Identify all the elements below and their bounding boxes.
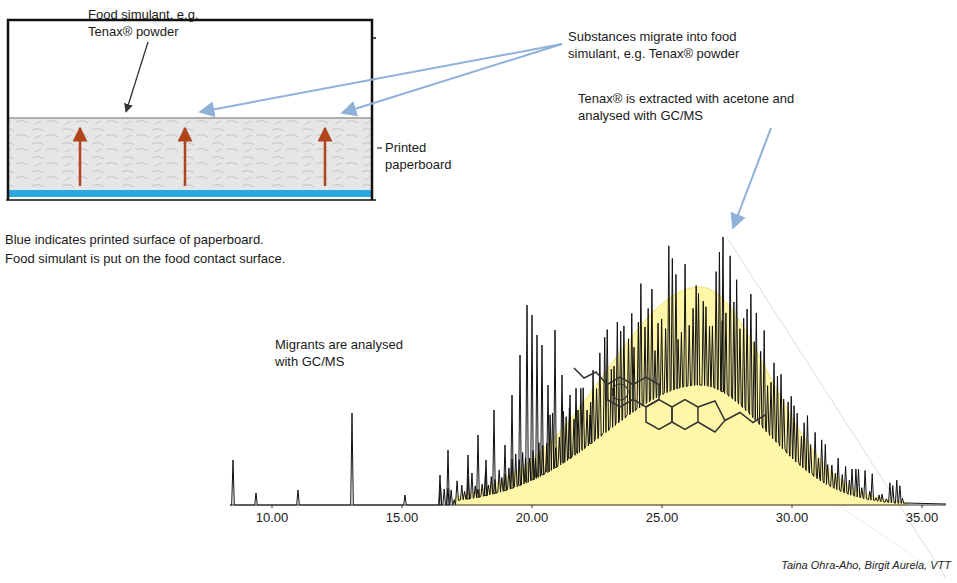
aromatic-ring — [612, 384, 628, 400]
simulant-surface — [9, 117, 371, 119]
leader-line — [733, 128, 771, 228]
annotation-text: Substances migrate into food simulant, e… — [568, 28, 758, 62]
axis-tick-label: 35.00 — [894, 509, 950, 526]
chromatogram — [230, 236, 946, 578]
molecule-structure — [574, 368, 766, 432]
annotation-text: Food simulant, e.g. Tenax® powder — [88, 6, 216, 40]
annotation-text: Printed paperboard — [385, 139, 463, 173]
time-axis — [230, 505, 946, 506]
axis-tick — [662, 505, 663, 508]
axis-tick-label: 25.00 — [634, 509, 690, 526]
ring-bond — [607, 377, 633, 407]
cell-wall — [8, 20, 372, 200]
leader-tick — [377, 147, 382, 148]
test-cell — [6, 20, 376, 200]
leader-line — [342, 44, 562, 113]
side-chain — [574, 368, 607, 385]
axis-tick-label: 10.00 — [244, 509, 300, 526]
cell-lip — [372, 37, 376, 39]
annotation-text: Blue indicates printed surface of paperb… — [5, 231, 425, 248]
migration-arrow — [324, 128, 327, 186]
annotation-text: Tenax® is extracted with acetone and ana… — [578, 90, 823, 124]
axis-tick-label: 15.00 — [374, 509, 430, 526]
unresolved-hump — [455, 287, 908, 505]
axis-tick-label: 30.00 — [764, 509, 820, 526]
annotation-text: Migrants are analysed with GC/MS — [275, 336, 425, 370]
axis-tick — [922, 505, 923, 508]
ring-bond — [646, 400, 672, 430]
axis-tick — [402, 505, 403, 508]
cell-base — [6, 199, 376, 201]
leader-line — [126, 42, 148, 112]
leader-line — [200, 44, 562, 112]
ring-bond — [672, 400, 698, 430]
axis-tick — [792, 505, 793, 508]
printed-surface — [9, 190, 371, 197]
side-chain — [725, 413, 766, 423]
paperboard-layer — [9, 118, 371, 190]
migration-arrow — [184, 128, 187, 186]
migration-arrow — [79, 128, 82, 186]
axis-tick — [532, 505, 533, 508]
axis-tick — [272, 505, 273, 508]
chromatogram-trace — [230, 237, 946, 505]
credit-caption: Taina Ohra-Aho, Birgit Aurela, VTT — [651, 557, 951, 574]
ring-bond — [698, 401, 725, 432]
annotation-text: Food simulant is put on the food contact… — [5, 250, 425, 267]
axis-tick-label: 20.00 — [504, 509, 560, 526]
